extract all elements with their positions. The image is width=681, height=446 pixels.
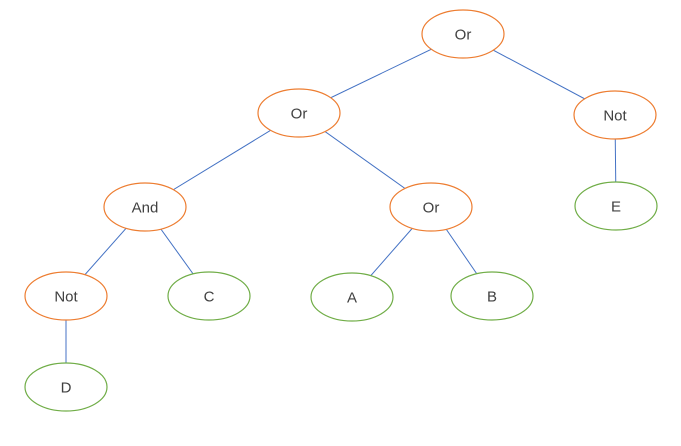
node-or-mid: Or xyxy=(389,182,473,232)
node-label: Or xyxy=(291,105,308,122)
operator-node-ellipse xyxy=(421,9,505,59)
operator-node-ellipse xyxy=(257,88,341,138)
operator-node-ellipse xyxy=(103,182,187,232)
node-d: D xyxy=(24,362,108,412)
operand-node-ellipse xyxy=(450,271,534,321)
node-label: Not xyxy=(54,288,78,305)
operand-node-ellipse xyxy=(574,181,658,231)
operand-node-ellipse xyxy=(310,272,394,322)
node-and: And xyxy=(103,182,187,232)
operand-node-ellipse xyxy=(167,271,251,321)
node-label: C xyxy=(204,288,215,305)
node-label: Not xyxy=(603,107,627,124)
operator-node-ellipse xyxy=(573,90,657,140)
node-not-right: Not xyxy=(573,90,657,140)
node-label: B xyxy=(487,288,497,305)
node-label: D xyxy=(61,379,72,396)
node-label: Or xyxy=(455,26,472,43)
node-a: A xyxy=(310,272,394,322)
operator-node-ellipse xyxy=(389,182,473,232)
operator-node-ellipse xyxy=(24,271,108,321)
node-e: E xyxy=(574,181,658,231)
node-label: A xyxy=(347,289,357,306)
node-b: B xyxy=(450,271,534,321)
node-label: E xyxy=(611,198,621,215)
node-not-left: Not xyxy=(24,271,108,321)
operand-node-ellipse xyxy=(24,362,108,412)
node-or-left: Or xyxy=(257,88,341,138)
node-or-root: Or xyxy=(421,9,505,59)
node-label: Or xyxy=(423,199,440,216)
node-c: C xyxy=(167,271,251,321)
node-label: And xyxy=(132,199,159,216)
